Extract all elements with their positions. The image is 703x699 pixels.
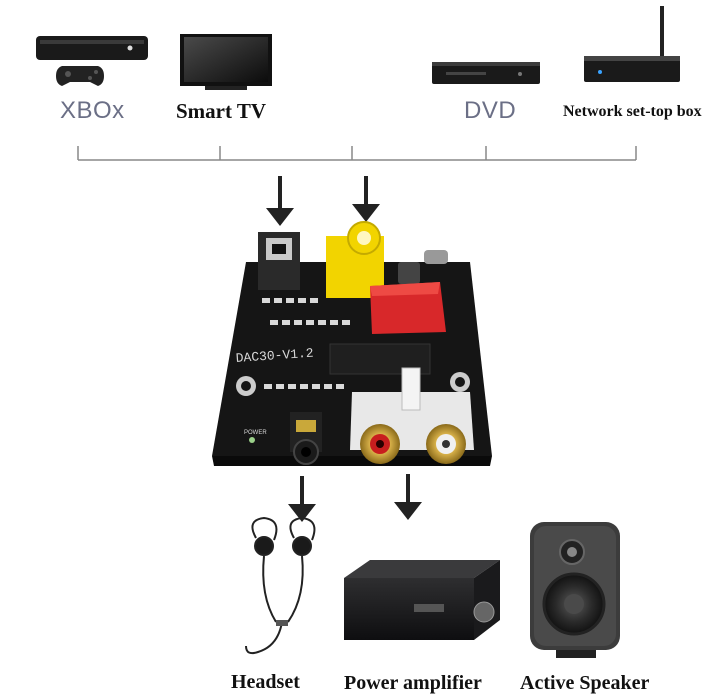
output-label-headset: Headset bbox=[231, 671, 300, 693]
output-arrow-amplifier bbox=[394, 474, 422, 520]
capacitor bbox=[370, 282, 446, 334]
output-label-amplifier: Power amplifier bbox=[344, 672, 482, 694]
smart-tv-icon bbox=[180, 34, 272, 90]
amplifier-icon bbox=[344, 560, 500, 640]
earphones-icon bbox=[245, 516, 316, 655]
source-label-xbox: XBOx bbox=[60, 97, 125, 124]
board-model-label: DAC30-V1.2 bbox=[235, 346, 314, 366]
dvd-player-icon bbox=[432, 62, 540, 84]
output-arrow-headset bbox=[288, 476, 316, 522]
source-label-dvd: DVD bbox=[464, 97, 517, 124]
power-label: POWER bbox=[244, 430, 267, 436]
dac-board: DAC30-V1.2 POWER bbox=[212, 221, 492, 466]
output-label-speaker: Active Speaker bbox=[520, 672, 650, 694]
input-arrow-coaxial bbox=[352, 176, 380, 222]
source-label-set-top-box: Network set-top box bbox=[563, 103, 702, 120]
headphone-output-jack bbox=[290, 412, 322, 465]
source-label-smart-tv: Smart TV bbox=[176, 99, 267, 123]
coaxial-input-jack bbox=[326, 221, 384, 298]
rca-output-jacks bbox=[350, 367, 474, 464]
xbox-console-icon bbox=[36, 36, 148, 86]
input-arrow-optical bbox=[266, 176, 294, 226]
source-connection-bracket bbox=[77, 146, 637, 161]
speaker-icon bbox=[530, 522, 620, 658]
set-top-box-icon bbox=[584, 6, 680, 82]
